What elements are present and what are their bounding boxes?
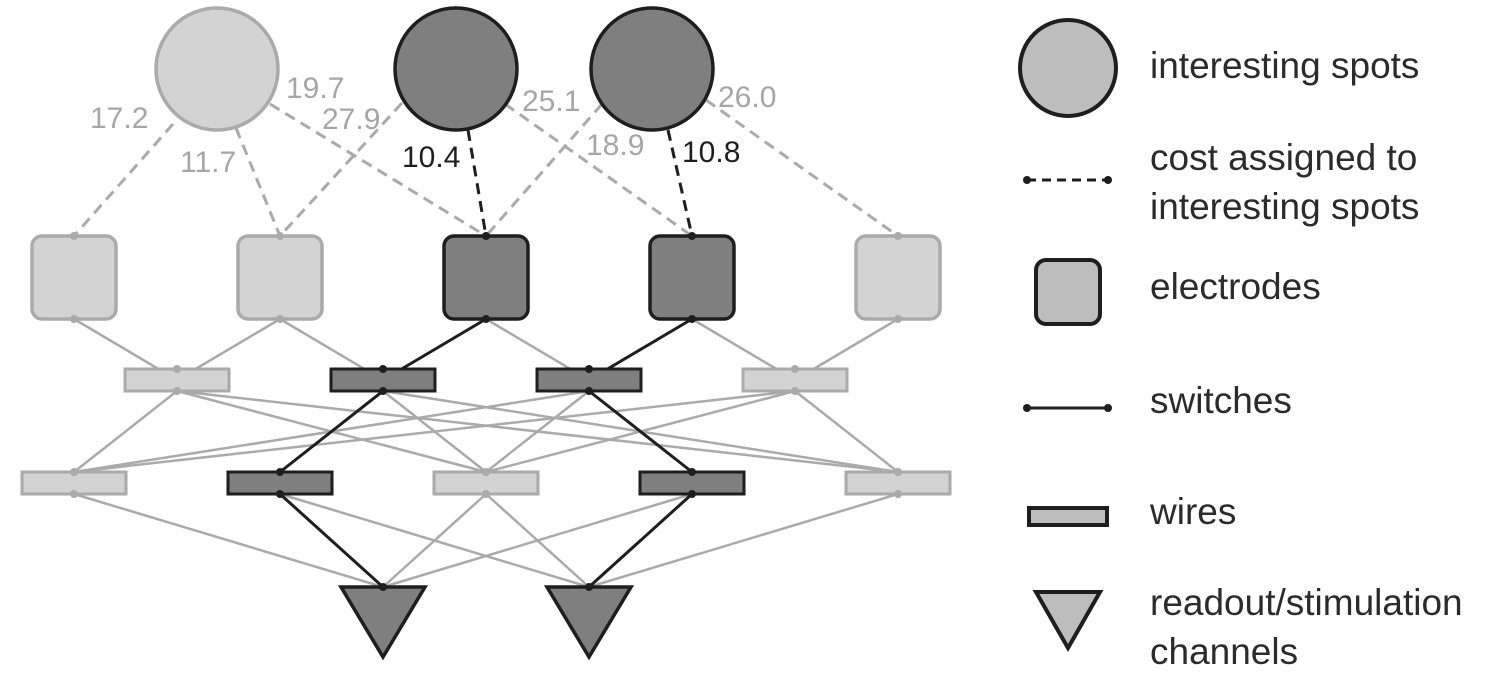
connection-dot (70, 468, 78, 476)
active-connections (278, 129, 694, 589)
switch-edge (588, 492, 899, 589)
cost-label: 10.8 (682, 136, 740, 169)
interesting-spot-dark (393, 6, 519, 132)
switch-edge (588, 389, 693, 474)
cost-label: 19.7 (286, 72, 344, 105)
connection-dot (894, 315, 902, 323)
connection-dot (70, 490, 78, 498)
switch-edge (279, 389, 384, 474)
connection-dot (894, 232, 902, 240)
cost-edge (278, 101, 404, 238)
connection-dot (688, 315, 696, 323)
connection-dot (379, 365, 387, 373)
readout-channel (337, 585, 429, 661)
connection-dot (894, 468, 902, 476)
cost-edge (269, 102, 487, 238)
connection-dot (379, 583, 387, 591)
legend-switch-symbol (1023, 404, 1112, 412)
electrode-dark (442, 234, 530, 321)
diagram-nodes (20, 6, 952, 661)
cost-label: 10.4 (402, 141, 460, 174)
electrode-light (236, 234, 324, 321)
interesting-spot-dark (589, 6, 715, 132)
connection-dot (276, 232, 284, 240)
cost-label: 26.0 (718, 81, 776, 114)
connection-dot (585, 365, 593, 373)
cost-edge (466, 129, 488, 237)
switch-edge (73, 390, 178, 473)
legend-wires-label: wires (1149, 491, 1236, 532)
switch-edge (587, 492, 694, 589)
connection-dot (791, 365, 799, 373)
connection-dot (791, 387, 799, 395)
connection-dot (585, 387, 593, 395)
legend-wire-symbol (1027, 506, 1109, 527)
cost-edge (72, 123, 175, 237)
connection-dot (276, 468, 284, 476)
connection-dot (70, 232, 78, 240)
connection-dot (173, 365, 181, 373)
legend-cost-label-line1: cost assigned to (1150, 137, 1417, 178)
connection-dot (70, 315, 78, 323)
legend-spots-label: interesting spots (1150, 45, 1419, 86)
legend-electrodes-label: electrodes (1150, 266, 1321, 307)
cost-label: 27.9 (322, 103, 380, 136)
cost-edge (504, 102, 693, 238)
switch-edge (382, 492, 693, 589)
cost-edge (484, 103, 604, 237)
cost-edge (234, 127, 282, 237)
connection-dot (585, 583, 593, 591)
electrode-dark (648, 234, 736, 321)
connection-dot (688, 232, 696, 240)
cost-label: 11.7 (180, 146, 236, 179)
cost-edge (666, 129, 694, 237)
switch-edge (382, 493, 487, 588)
connection-dot (276, 490, 284, 498)
cost-label: 17.2 (90, 102, 148, 135)
electrode-light (854, 234, 942, 321)
cost-label: 18.9 (586, 129, 644, 162)
legend-channels-label-line1: readout/stimulation (1150, 582, 1463, 623)
connection-dot (173, 387, 181, 395)
connection-dot (894, 490, 902, 498)
switch-edge (278, 492, 385, 589)
cost-label: 25.1 (522, 85, 580, 118)
legend-switches-label: switches (1150, 380, 1292, 421)
connection-dot (482, 232, 490, 240)
cost-edge (705, 98, 899, 238)
switch-edge (73, 389, 796, 474)
cost-labels: 17.2 11.7 19.727.9 10.4 25.118.9 10.8 26.0 (90, 72, 776, 179)
legend-cost-label-line2: interesting spots (1150, 186, 1419, 227)
interesting-spot-light (154, 6, 280, 132)
legend-spot-symbol (1018, 18, 1118, 118)
legend-cost-symbol (1023, 176, 1112, 184)
connection-dot (276, 315, 284, 323)
connection-dot (482, 315, 490, 323)
legend-channels-label-line2: channels (1150, 631, 1298, 672)
legend: interesting spots cost assigned to inter… (1018, 18, 1463, 672)
legend-channel-symbol (1032, 590, 1104, 653)
readout-channel (543, 585, 635, 661)
connection-dot (688, 468, 696, 476)
connection-dot (482, 468, 490, 476)
legend-electrode-symbol (1034, 258, 1102, 326)
connection-dot (482, 490, 490, 498)
switch-edge (794, 390, 899, 473)
switch-edge (73, 492, 384, 589)
switch-edge (485, 390, 590, 473)
connection-dot (688, 490, 696, 498)
connection-dot (379, 387, 387, 395)
electrode-light (30, 234, 118, 321)
